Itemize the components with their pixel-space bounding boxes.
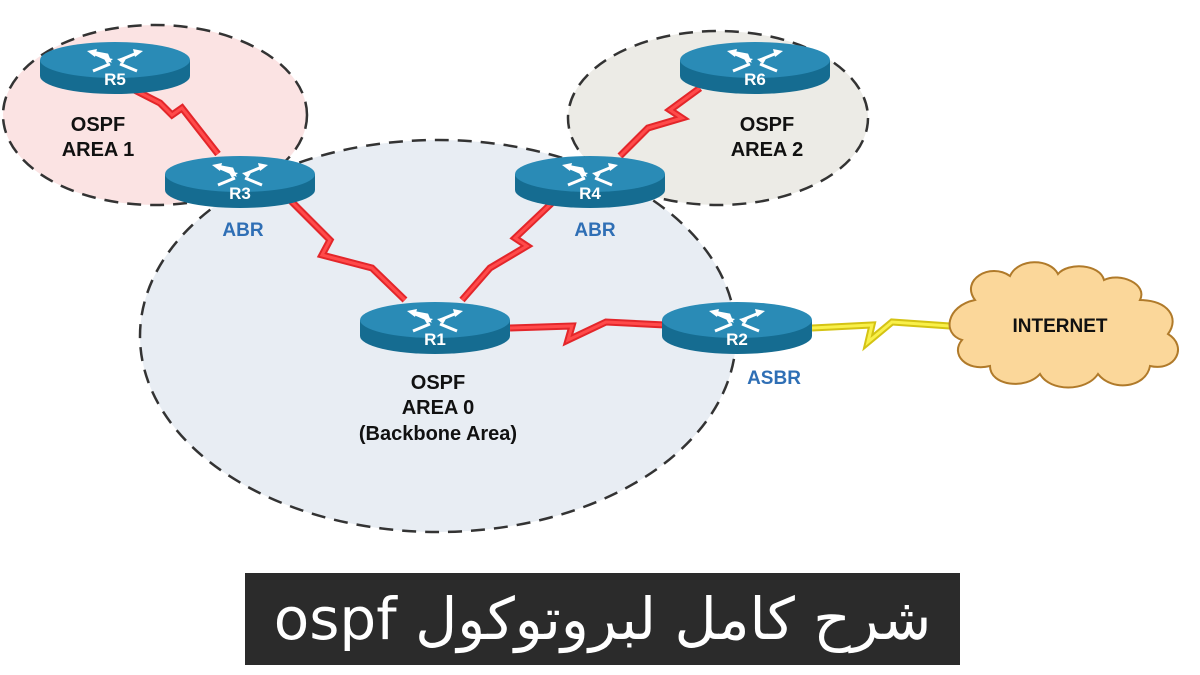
area-2-label-line2: AREA 2: [731, 139, 804, 161]
router-r2-role: ASBR: [747, 368, 801, 389]
router-r2[interactable]: R2: [662, 302, 812, 354]
router-r4[interactable]: R4: [515, 156, 665, 208]
area-2-label-line1: OSPF: [740, 114, 794, 136]
router-r1[interactable]: R1: [360, 302, 510, 354]
router-r1-label: R1: [424, 330, 446, 349]
router-r6[interactable]: R6: [680, 42, 830, 94]
router-r5[interactable]: R5: [40, 42, 190, 94]
router-r5-label: R5: [104, 70, 126, 89]
serial-link-r1-r2: [509, 318, 666, 347]
router-r3-label: R3: [229, 184, 251, 203]
area-1-label-line1: OSPF: [71, 114, 125, 136]
ospf-network-diagram: INTERNET R5 R6 R3 R4 R1: [1, 23, 1179, 534]
area-0-label: OSPF AREA 0 (Backbone Area): [359, 372, 517, 445]
area-0-label-line1: OSPF: [411, 372, 465, 394]
page-title-banner: شرح كامل لبروتوكول ospf: [245, 573, 960, 665]
internet-link-r2-cloud: [811, 318, 951, 352]
router-r3-role: ABR: [222, 220, 263, 241]
area-2-label: OSPF AREA 2: [731, 114, 804, 161]
internet-label: INTERNET: [1013, 316, 1108, 337]
router-r4-role: ABR: [574, 220, 615, 241]
router-r6-label: R6: [744, 70, 766, 89]
serial-link-r4-r1: [459, 197, 558, 303]
router-r2-label: R2: [726, 330, 748, 349]
serial-link-r3-r1: [287, 197, 408, 303]
area-0-label-line2: AREA 0: [402, 397, 475, 419]
router-r3[interactable]: R3: [165, 156, 315, 208]
router-r4-label: R4: [579, 184, 601, 203]
serial-link-r6-r4: [617, 85, 703, 159]
serial-link-r5-r3: [113, 76, 221, 157]
area-1-label-line2: AREA 1: [62, 139, 135, 161]
area-1-label: OSPF AREA 1: [62, 114, 135, 161]
area-0-label-line3: (Backbone Area): [359, 423, 517, 445]
internet-cloud: INTERNET: [948, 261, 1179, 389]
